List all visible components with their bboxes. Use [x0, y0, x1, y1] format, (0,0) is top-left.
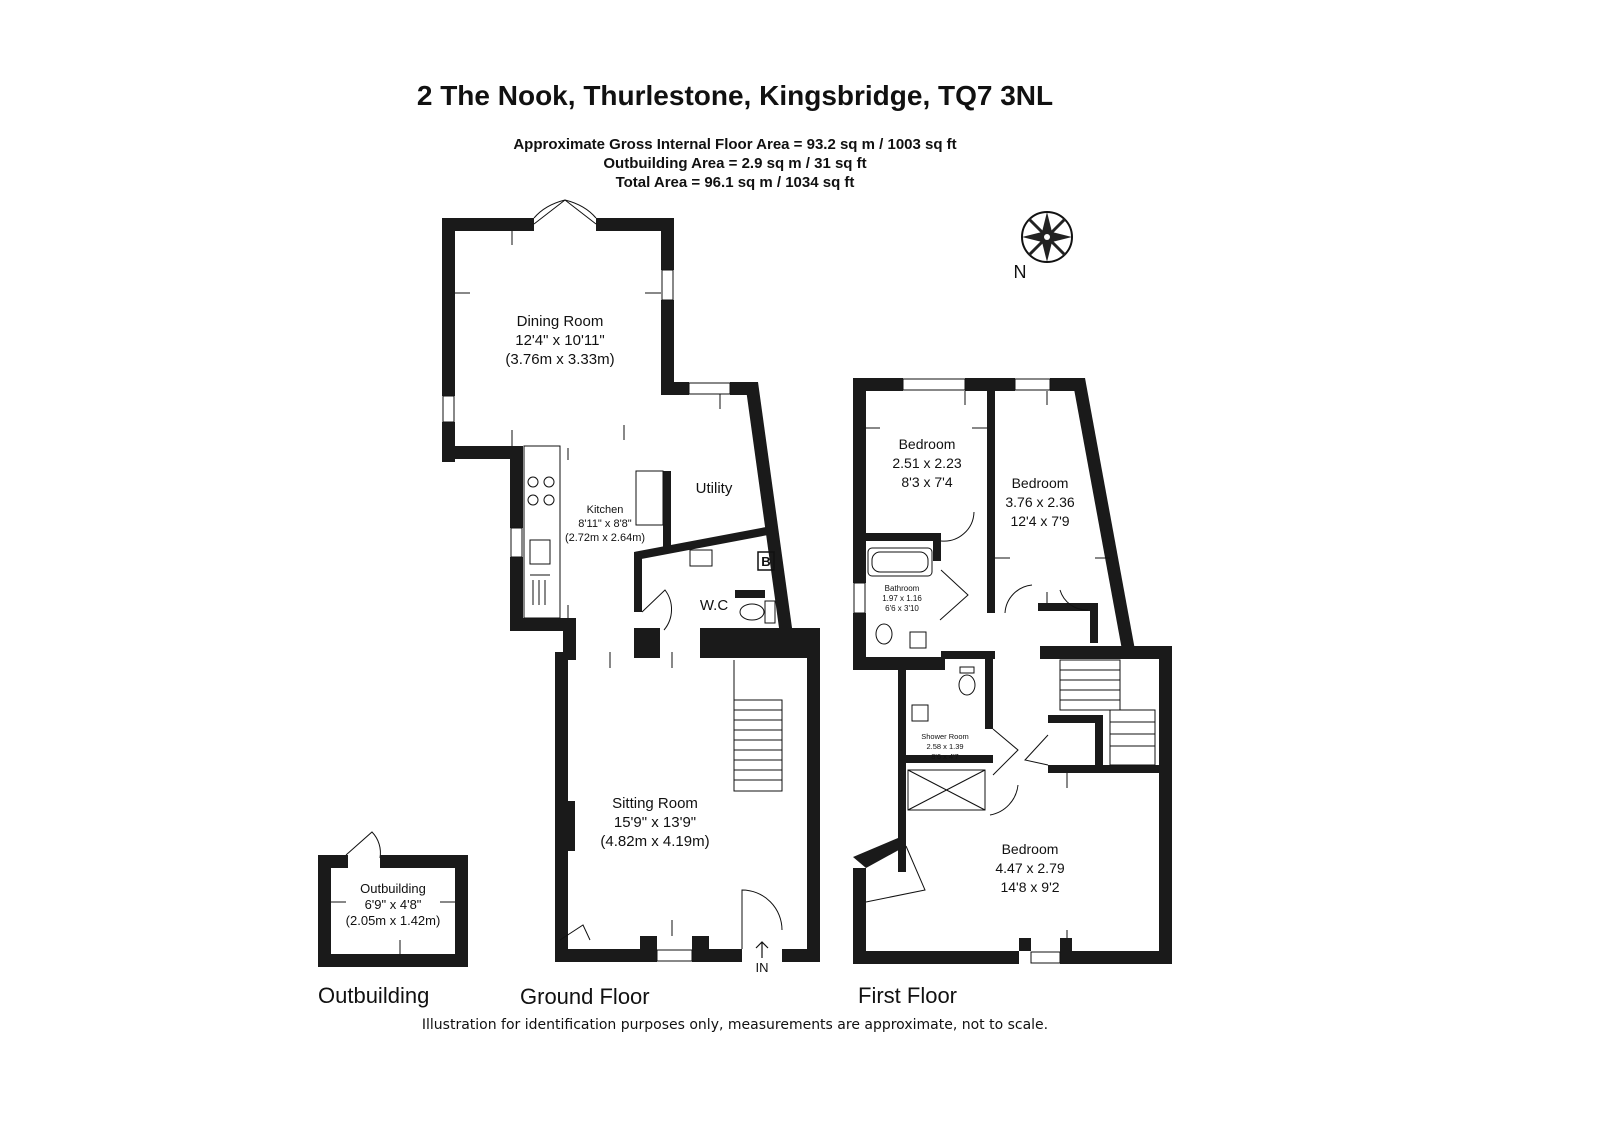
shower-room-metric: 2.58 x 1.39 — [926, 742, 963, 751]
ground-floor-fittings — [345, 199, 783, 962]
room-bedroom-3: Bedroom 4.47 x 2.79 14'8 x 9'2 — [995, 841, 1064, 895]
room-dining: Dining Room 12'4" x 10'11" (3.76m x 3.33… — [505, 313, 614, 368]
bathroom-name: Bathroom — [885, 584, 920, 593]
kitchen-imperial: 8'11" x 8'8" — [578, 518, 631, 530]
room-bedroom-2: Bedroom 3.76 x 2.36 12'4 x 7'9 — [1005, 475, 1074, 529]
total-area-text: Total Area = 96.1 sq m / 1034 sq ft — [615, 174, 855, 191]
room-bathroom: Bathroom 1.97 x 1.16 6'6 x 3'10 — [882, 584, 922, 613]
entrance-label: IN — [756, 960, 769, 975]
outbuilding-room-imperial: 6'9" x 4'8" — [365, 897, 422, 912]
bedroom2-metric: 3.76 x 2.36 — [1005, 494, 1074, 510]
room-sitting: Sitting Room 15'9" x 13'9" (4.82m x 4.19… — [600, 795, 709, 850]
area-summary: Approximate Gross Internal Floor Area = … — [0, 135, 1470, 192]
utility-room-name: Utility — [696, 480, 733, 497]
ground-floor-walls — [442, 218, 820, 962]
bedroom1-imperial: 8'3 x 7'4 — [901, 474, 952, 490]
dining-room-imperial: 12'4" x 10'11" — [515, 332, 605, 349]
outbuilding-room-metric: (2.05m x 1.42m) — [346, 913, 441, 928]
sitting-room-name: Sitting Room — [612, 795, 698, 812]
bedroom1-metric: 2.51 x 2.23 — [892, 455, 961, 471]
kitchen-name: Kitchen — [587, 504, 624, 516]
boiler-label: B — [761, 554, 770, 569]
compass-label: N — [1014, 262, 1027, 282]
bedroom3-name: Bedroom — [1002, 841, 1059, 857]
gross-area-text: Approximate Gross Internal Floor Area = … — [513, 136, 957, 153]
outbuilding-dimension-markers — [331, 901, 455, 954]
compass-rose-icon — [1021, 211, 1073, 263]
disclaimer-text: Illustration for identification purposes… — [421, 1017, 1049, 1033]
ground-floor-dimension-markers — [455, 231, 721, 936]
dining-room-metric: (3.76m x 3.33m) — [505, 351, 614, 368]
wc-room-name: W.C — [700, 597, 728, 614]
bedroom3-metric: 4.47 x 2.79 — [995, 860, 1064, 876]
first-floor-label: First Floor — [858, 983, 957, 1008]
outbuilding-area-text: Outbuilding Area = 2.9 sq m / 31 sq ft — [603, 155, 867, 172]
first-floor-fittings — [853, 378, 1156, 964]
bathroom-imperial: 6'6 x 3'10 — [885, 604, 919, 613]
bedroom2-name: Bedroom — [1012, 475, 1069, 491]
outbuilding-room-name: Outbuilding — [360, 881, 426, 896]
shower-room-imperial: 8'6 x 4'7 — [931, 752, 958, 761]
sitting-room-metric: (4.82m x 4.19m) — [600, 833, 709, 850]
room-shower: Shower Room 2.58 x 1.39 8'6 x 4'7 — [921, 732, 969, 761]
outbuilding-floor-label: Outbuilding — [318, 983, 429, 1008]
room-outbuilding: Outbuilding 6'9" x 4'8" (2.05m x 1.42m) — [346, 881, 441, 928]
bathroom-metric: 1.97 x 1.16 — [882, 594, 922, 603]
dining-room-name: Dining Room — [517, 313, 604, 330]
bedroom2-imperial: 12'4 x 7'9 — [1010, 513, 1069, 529]
room-bedroom-1: Bedroom 2.51 x 2.23 8'3 x 7'4 — [892, 436, 961, 490]
first-floor-walls — [853, 378, 1172, 964]
property-address: 2 The Nook, Thurlestone, Kingsbridge, TQ… — [416, 80, 1054, 111]
shower-room-name: Shower Room — [921, 732, 969, 741]
kitchen-metric: (2.72m x 2.64m) — [565, 532, 645, 544]
room-kitchen: Kitchen 8'11" x 8'8" (2.72m x 2.64m) — [565, 504, 645, 544]
bedroom1-name: Bedroom — [899, 436, 956, 452]
sitting-room-imperial: 15'9" x 13'9" — [614, 814, 696, 831]
first-floor-dimension-markers — [866, 391, 1110, 938]
outbuilding-walls — [318, 855, 468, 967]
ground-floor-label: Ground Floor — [520, 984, 650, 1009]
bedroom3-imperial: 14'8 x 9'2 — [1000, 879, 1059, 895]
entrance-arrow-icon — [755, 941, 769, 958]
